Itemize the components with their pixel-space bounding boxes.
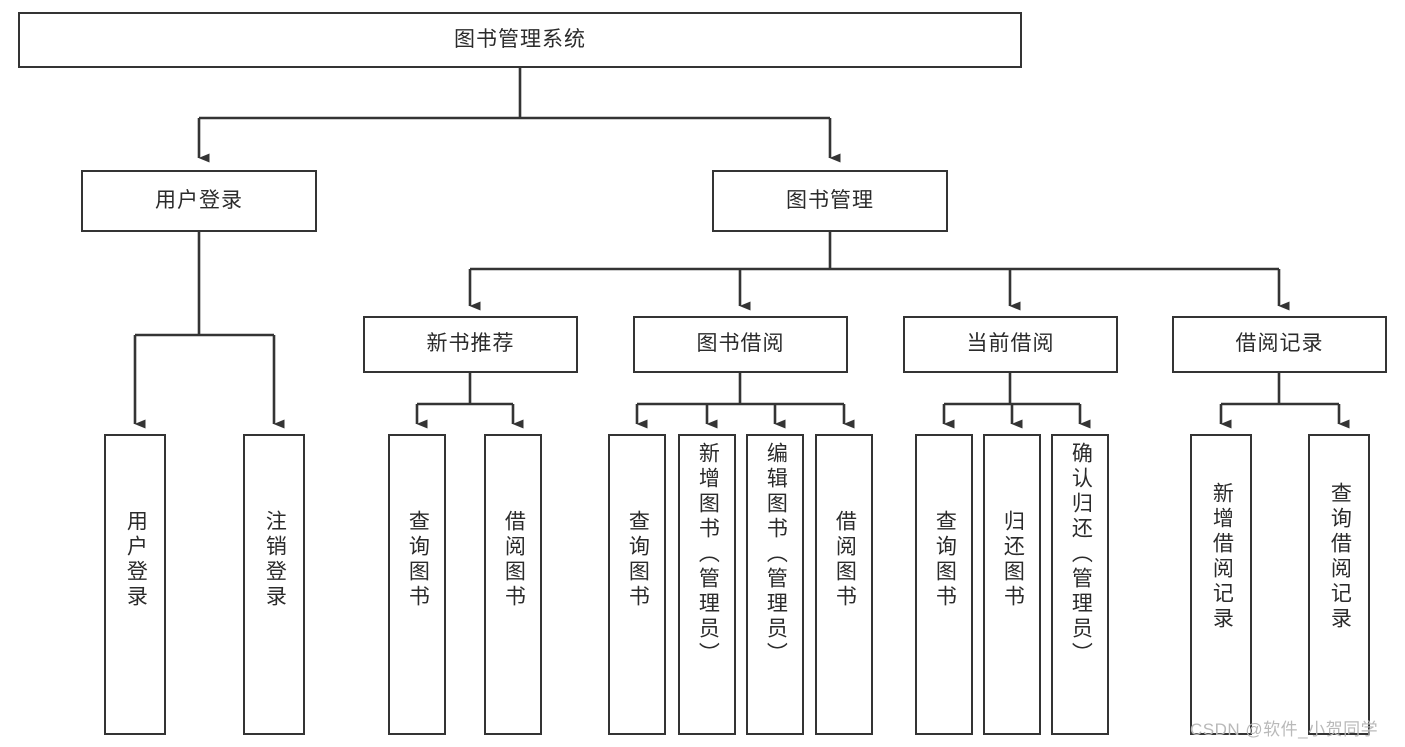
node-label-leaf-query-record: 查询借阅记录: [1328, 482, 1352, 632]
node-leaf-query-book-3[interactable]: 查询图书: [915, 434, 973, 735]
node-leaf-confirm-return[interactable]: 确认归还（管理员）: [1051, 434, 1109, 735]
node-label-leaf-add-record: 新增借阅记录: [1210, 482, 1234, 632]
node-leaf-borrow-book-2[interactable]: 借阅图书: [815, 434, 873, 735]
watermark-text: CSDN @软件_小贺同学: [1190, 720, 1379, 739]
node-label-current-borrow: 当前借阅: [966, 332, 1055, 356]
node-leaf-user-login[interactable]: 用户登录: [104, 434, 166, 735]
node-leaf-query-book-1[interactable]: 查询图书: [388, 434, 446, 735]
node-label-leaf-query-book-1: 查询图书: [406, 510, 430, 610]
node-leaf-query-book-2[interactable]: 查询图书: [608, 434, 666, 735]
node-leaf-add-record[interactable]: 新增借阅记录: [1190, 434, 1252, 735]
node-label-user-login: 用户登录: [155, 188, 243, 212]
node-leaf-user-logout[interactable]: 注销登录: [243, 434, 305, 735]
node-leaf-return-book[interactable]: 归还图书: [983, 434, 1041, 735]
node-book-manage[interactable]: 图书管理: [712, 170, 948, 232]
node-label-leaf-return-book: 归还图书: [1001, 510, 1025, 610]
node-leaf-borrow-book-1[interactable]: 借阅图书: [484, 434, 542, 735]
node-label-borrow-record: 借阅记录: [1235, 332, 1324, 356]
node-new-book-rec[interactable]: 新书推荐: [363, 316, 578, 373]
node-leaf-add-book[interactable]: 新增图书（管理员）: [678, 434, 736, 735]
node-label-leaf-edit-book: 编辑图书（管理员）: [764, 442, 788, 667]
node-label-new-book-rec: 新书推荐: [426, 332, 515, 356]
node-user-login[interactable]: 用户登录: [81, 170, 317, 232]
node-label-root: 图书管理系统: [454, 27, 586, 51]
node-label-leaf-user-logout: 注销登录: [263, 510, 287, 610]
node-label-leaf-query-book-2: 查询图书: [626, 510, 650, 610]
node-label-leaf-add-book: 新增图书（管理员）: [696, 442, 720, 667]
node-label-leaf-query-book-3: 查询图书: [933, 510, 957, 610]
node-leaf-edit-book[interactable]: 编辑图书（管理员）: [746, 434, 804, 735]
node-current-borrow[interactable]: 当前借阅: [903, 316, 1118, 373]
node-leaf-query-record[interactable]: 查询借阅记录: [1308, 434, 1370, 735]
node-borrow-record[interactable]: 借阅记录: [1172, 316, 1387, 373]
node-label-leaf-borrow-book-2: 借阅图书: [833, 510, 857, 610]
node-label-book-manage: 图书管理: [786, 188, 874, 212]
node-book-borrow[interactable]: 图书借阅: [633, 316, 848, 373]
node-label-leaf-user-login: 用户登录: [124, 510, 148, 610]
node-label-book-borrow: 图书借阅: [696, 332, 785, 356]
node-label-leaf-confirm-return: 确认归还（管理员）: [1069, 442, 1093, 667]
node-root[interactable]: 图书管理系统: [18, 12, 1022, 68]
node-label-leaf-borrow-book-1: 借阅图书: [502, 510, 526, 610]
